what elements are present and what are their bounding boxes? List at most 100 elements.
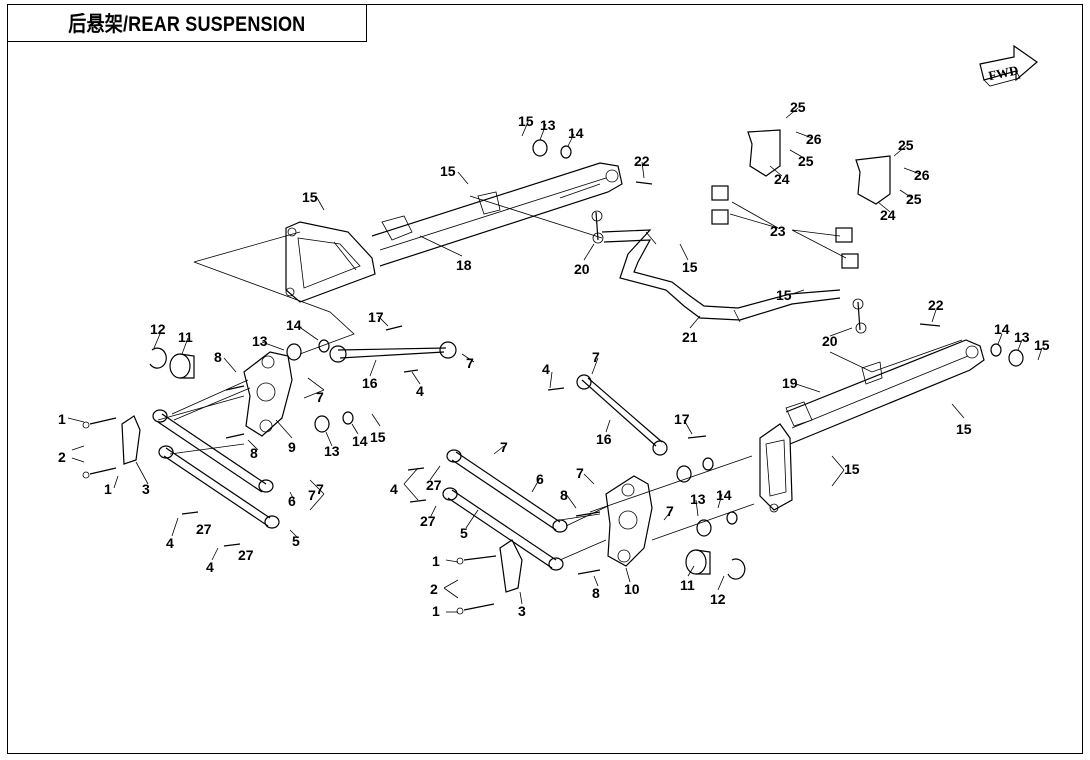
sway-bar-21 — [601, 229, 841, 323]
callout-2: 2 — [58, 449, 66, 465]
callout-16: 16 — [362, 375, 378, 391]
callout-5: 5 — [292, 533, 300, 549]
callout-13: 13 — [1014, 329, 1030, 345]
callout-4: 4 — [542, 361, 550, 377]
callout-24: 24 — [774, 171, 790, 187]
callout-15: 15 — [440, 163, 456, 179]
callout-20: 20 — [822, 333, 838, 349]
callout-2: 2 — [430, 581, 438, 597]
bracket-3 — [121, 415, 523, 593]
callout-13: 13 — [324, 443, 340, 459]
callout-7: 7 — [500, 439, 508, 455]
callout-3: 3 — [142, 481, 150, 497]
callout-15: 15 — [682, 259, 698, 275]
callout-13: 13 — [540, 117, 556, 133]
callout-5: 5 — [460, 525, 468, 541]
knuckle-10 — [605, 475, 653, 567]
toe-link-16 — [329, 341, 668, 456]
callout-7: 7 — [592, 349, 600, 365]
callout-8: 8 — [250, 445, 258, 461]
snap-ring-12 — [149, 347, 746, 580]
callout-4: 4 — [206, 559, 214, 575]
callout-16: 16 — [596, 431, 612, 447]
callout-22: 22 — [928, 297, 944, 313]
callout-14: 14 — [286, 317, 302, 333]
callout-11: 11 — [178, 329, 193, 345]
fwd-label: FWD — [987, 62, 1020, 83]
callout-14: 14 — [568, 125, 584, 141]
callout-7: 7 — [316, 481, 324, 497]
callout-7: 7 — [666, 503, 674, 519]
callout-7: 7 — [316, 389, 324, 405]
assembly-lines — [157, 195, 963, 541]
knuckle-9 — [243, 351, 293, 437]
callout-10: 10 — [624, 581, 640, 597]
callout-6: 6 — [288, 493, 296, 509]
callout-15: 15 — [302, 189, 318, 205]
callout-21: 21 — [682, 329, 698, 345]
callout-19: 19 — [782, 375, 798, 391]
fwd-arrow-icon: FWD — [979, 44, 1038, 87]
callout-7: 7 — [576, 465, 584, 481]
callout-7: 7 — [466, 355, 474, 371]
callout-27: 27 — [426, 477, 442, 493]
callout-20: 20 — [574, 261, 590, 277]
bushing-11 — [169, 353, 711, 575]
bracket-24 — [747, 129, 891, 205]
callout-1: 1 — [58, 411, 66, 427]
link-20 — [591, 210, 867, 334]
callout-15: 15 — [1034, 337, 1050, 353]
callout-13: 13 — [690, 491, 706, 507]
callout-4: 4 — [166, 535, 174, 551]
callout-14: 14 — [716, 487, 732, 503]
title-box: 后悬架/REAR SUSPENSION — [7, 4, 367, 42]
callout-26: 26 — [914, 167, 930, 183]
callout-26: 26 — [806, 131, 822, 147]
callout-15: 15 — [956, 421, 972, 437]
callout-14: 14 — [994, 321, 1010, 337]
bushing-23 — [711, 185, 859, 269]
callout-13: 13 — [252, 333, 268, 349]
callout-12: 12 — [710, 591, 726, 607]
callout-27: 27 — [196, 521, 212, 537]
callout-14: 14 — [352, 433, 368, 449]
callout-7: 7 — [308, 487, 316, 503]
callout-12: 12 — [150, 321, 166, 337]
callout-4: 4 — [390, 481, 398, 497]
callout-22: 22 — [634, 153, 650, 169]
callout-17: 17 — [674, 411, 690, 427]
callout-25: 25 — [898, 137, 914, 153]
snap-ring-14 — [318, 145, 1002, 525]
callout-6: 6 — [536, 471, 544, 487]
callout-25: 25 — [906, 191, 922, 207]
callout-1: 1 — [432, 603, 440, 619]
callout-15: 15 — [844, 461, 860, 477]
callout-27: 27 — [238, 547, 254, 563]
lower-arm-5-6-left — [152, 379, 280, 529]
callout-11: 11 — [680, 577, 695, 593]
callout-15: 15 — [518, 113, 534, 129]
callout-27: 27 — [420, 513, 436, 529]
callout-25: 25 — [798, 153, 814, 169]
callout-3: 3 — [518, 603, 526, 619]
callout-24: 24 — [880, 207, 896, 223]
trailing-arm-19 — [759, 339, 985, 513]
callout-18: 18 — [456, 257, 472, 273]
callout-8: 8 — [214, 349, 222, 365]
callout-25: 25 — [790, 99, 806, 115]
callout-1: 1 — [104, 481, 112, 497]
callout-15: 15 — [776, 287, 792, 303]
trailing-arm-18 — [285, 162, 623, 303]
page-title: 后悬架/REAR SUSPENSION — [68, 13, 306, 36]
callout-1: 1 — [432, 553, 440, 569]
bolts — [82, 181, 941, 615]
drawing-frame — [7, 4, 1083, 754]
callout-8: 8 — [560, 487, 568, 503]
callout-8: 8 — [592, 585, 600, 601]
callout-17: 17 — [368, 309, 384, 325]
callout-4: 4 — [416, 383, 424, 399]
callout-9: 9 — [288, 439, 296, 455]
callout-15: 15 — [370, 429, 386, 445]
